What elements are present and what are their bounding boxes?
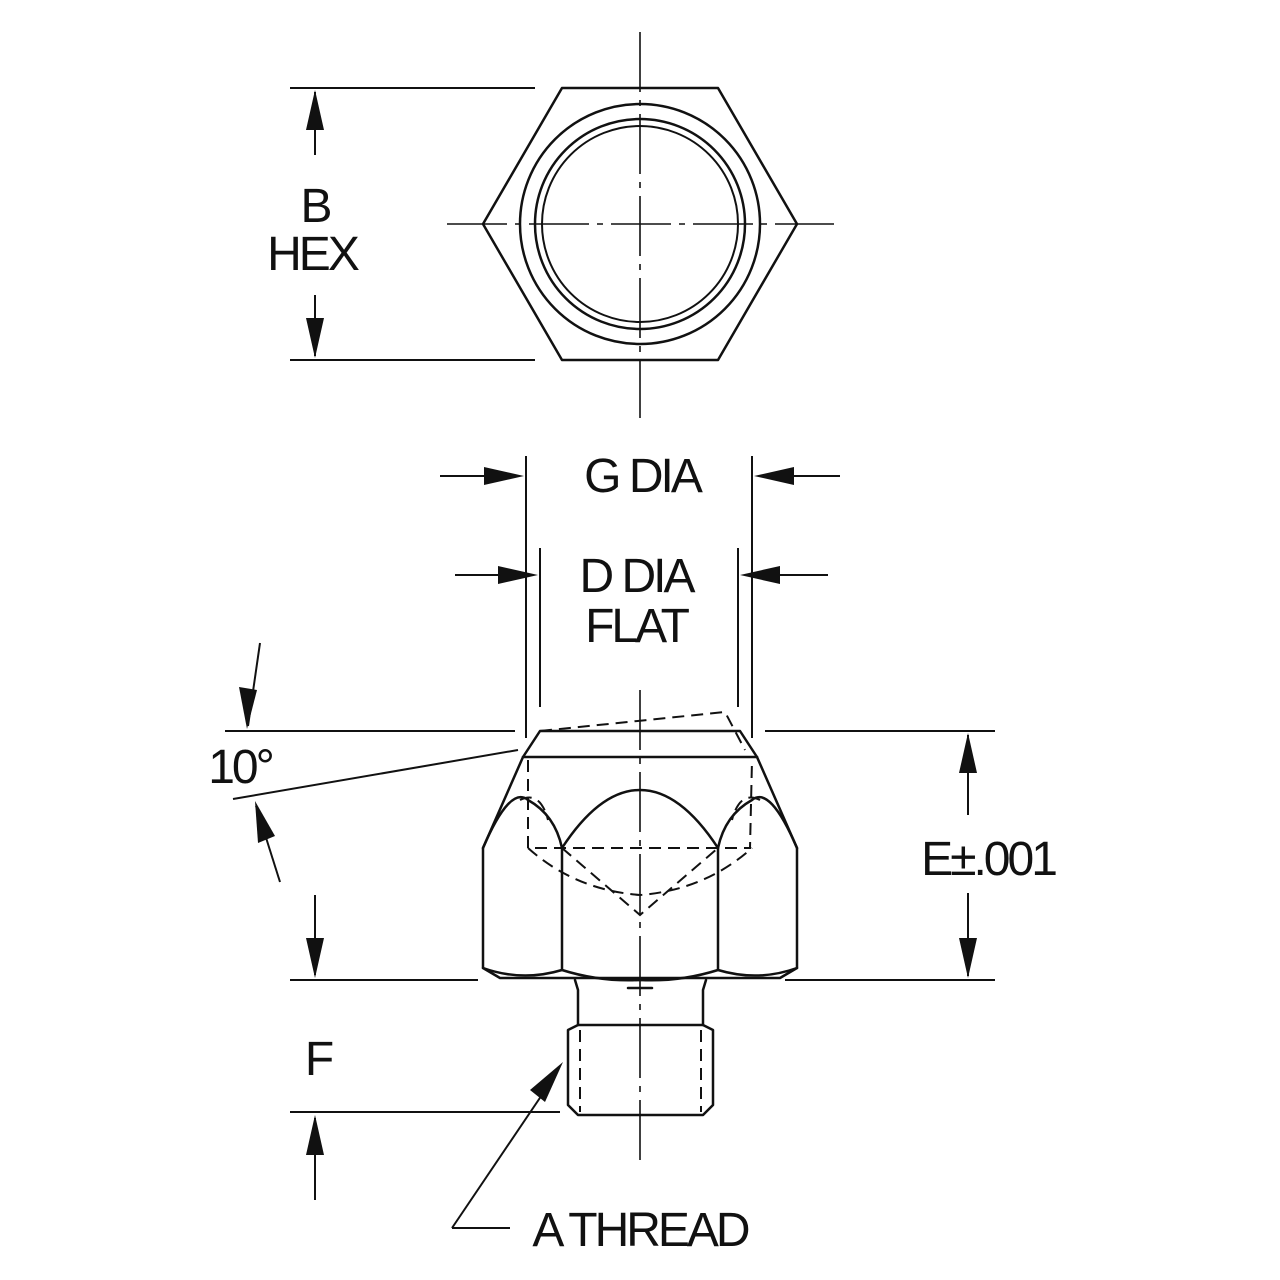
arrow-up-right-icon xyxy=(530,1062,563,1102)
b-label: B xyxy=(300,180,330,233)
d-dia-label: D DIA xyxy=(579,550,695,603)
f-label: F xyxy=(305,1033,333,1086)
angle-label: 10° xyxy=(208,741,272,794)
b-hex-dimension: B HEX xyxy=(267,87,535,361)
hex-label: HEX xyxy=(267,228,360,281)
e-dimension: E±.001 xyxy=(765,730,1059,981)
angle-dimension: 10° xyxy=(208,642,519,883)
f-dimension: F xyxy=(290,895,560,1200)
arrow-down-icon xyxy=(306,938,324,978)
g-dia-dimension: G DIA xyxy=(440,450,840,738)
arrow-up-icon xyxy=(306,1115,324,1155)
a-thread-label: A THREAD xyxy=(532,1204,749,1257)
side-view xyxy=(481,690,799,1160)
arrow-right-icon xyxy=(498,566,538,584)
arrow-up-icon xyxy=(959,733,977,773)
face-arc-left xyxy=(481,795,564,850)
top-view xyxy=(447,32,834,418)
arrow-down-icon xyxy=(959,938,977,978)
e-tolerance-label: E±.001 xyxy=(921,833,1056,886)
d-dia-dimension: D DIA FLAT xyxy=(455,548,828,707)
flat-label: FLAT xyxy=(585,600,689,653)
arrow-left-icon xyxy=(740,566,780,584)
arrow-down-icon xyxy=(239,687,257,729)
arrow-left-icon xyxy=(754,467,794,485)
a-thread-leader: A THREAD xyxy=(451,1062,752,1257)
arrow-right-icon xyxy=(484,467,524,485)
arrow-up-icon xyxy=(306,90,324,130)
face-arc-right xyxy=(716,795,799,850)
g-dia-label: G DIA xyxy=(584,450,703,503)
arrow-up-icon xyxy=(255,801,275,843)
arrow-down-icon xyxy=(306,318,324,358)
